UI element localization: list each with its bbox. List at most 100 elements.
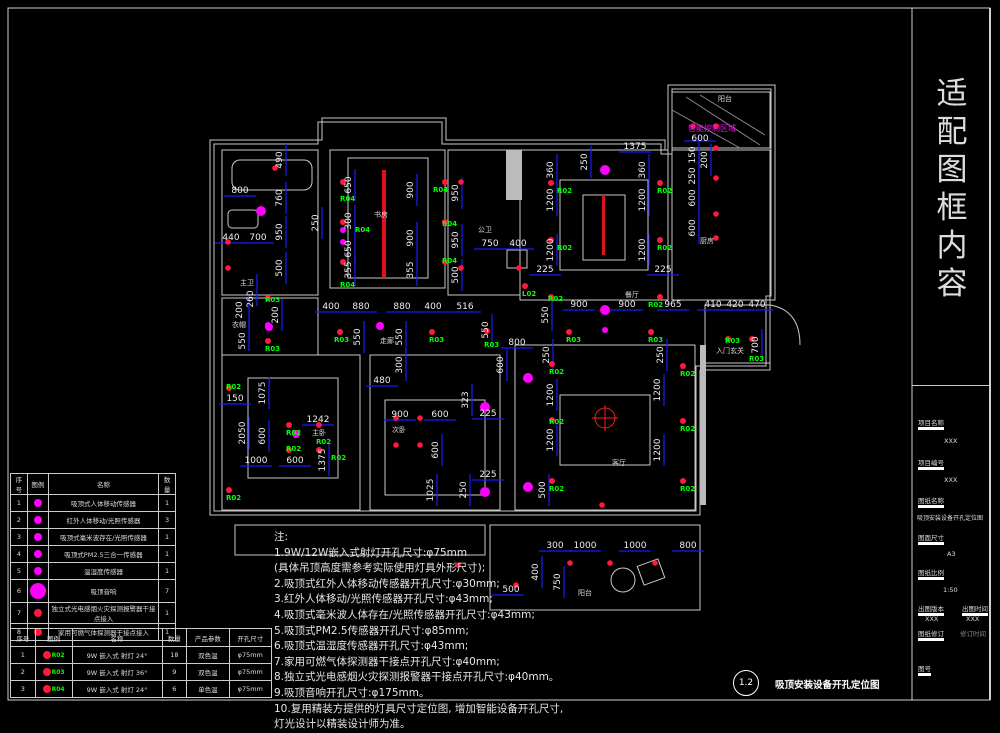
dimension-value: 300 xyxy=(546,541,563,551)
row-qty: 6 xyxy=(161,680,188,698)
temp-humidity-sensor-icon xyxy=(33,567,42,575)
dimension-value: 250 xyxy=(656,346,666,363)
downlight-icon xyxy=(648,329,654,335)
dimension-value-wrap: 300 xyxy=(546,541,563,551)
downlight-icon xyxy=(272,165,278,171)
downlight-icon xyxy=(680,418,686,424)
dimension-value: 1200 xyxy=(546,188,556,211)
light-tag-wrap: R03 xyxy=(484,341,499,349)
dimension-value-wrap: 516 xyxy=(456,302,473,312)
downlight-icon xyxy=(393,442,399,448)
room-label-wrap: 走廊 xyxy=(380,336,394,345)
light-tag: R02 xyxy=(316,438,331,446)
light-tag: R02 xyxy=(286,445,301,453)
dimension-value-wrap: 400 xyxy=(322,302,339,312)
light-tag-wrap: R02 xyxy=(286,445,301,453)
downlight-icon xyxy=(713,211,719,217)
room-label: 智能控制区域 xyxy=(688,123,736,133)
dimension-value: 500 xyxy=(502,585,519,595)
note-line: 7.家用可燃气体探测器干接点开孔尺寸:φ40mm; xyxy=(274,655,500,668)
dimension-value-wrap: 650 xyxy=(344,240,354,257)
dimension-value: 900 xyxy=(406,181,416,198)
revision-label: 图纸修订 xyxy=(918,628,944,641)
light-tag: R02 xyxy=(226,494,241,502)
light-tag: R03 xyxy=(51,669,65,676)
room-label: 次卧 xyxy=(392,425,406,434)
light-tag-wrap: R04 xyxy=(340,281,355,289)
light-tag: R03 xyxy=(484,341,499,349)
dimension-value: 750 xyxy=(553,573,563,590)
downlight-icon xyxy=(265,338,271,344)
dimension-value-wrap: 225 xyxy=(536,265,553,275)
dimension-value: 965 xyxy=(664,300,681,310)
dimension-value-wrap: 200 xyxy=(700,151,710,168)
light-tag: R02 xyxy=(557,244,572,252)
dimension-value-wrap: 950 xyxy=(275,223,285,240)
dimension-value: 260 xyxy=(246,290,256,307)
light-tag-wrap: R03 xyxy=(265,296,280,304)
dimension-value-wrap: 420 xyxy=(726,300,743,310)
room-label: 主卫 xyxy=(240,278,254,287)
light-tag-wrap: R04 xyxy=(442,257,457,265)
dimension-value-wrap: 1025 xyxy=(426,479,436,502)
downlight-icon xyxy=(548,294,554,300)
dimension-value: 1375 xyxy=(318,449,328,472)
downlight-icon xyxy=(599,502,605,508)
dimension-value: 600 xyxy=(258,427,268,444)
light-tag-wrap: R04 xyxy=(442,220,457,228)
dimension-value-wrap: 550 xyxy=(238,332,248,349)
light-tag: R02 xyxy=(549,368,564,376)
dimension-value-wrap: 600 xyxy=(431,441,441,458)
dimension-value: 600 xyxy=(688,189,698,206)
dimension-value-wrap: 500 xyxy=(502,585,519,595)
room-label-wrap: 阳台 xyxy=(578,588,592,597)
room-label: 走廊 xyxy=(380,336,394,345)
downlight-icon xyxy=(225,265,231,271)
dimension-value-wrap: 250 xyxy=(688,167,698,184)
row-name: 9W 嵌入式 射灯 24° xyxy=(71,680,163,698)
downlight-icon xyxy=(484,328,490,334)
col-header: 开孔尺寸 xyxy=(228,628,273,647)
kitchen-wall-block xyxy=(506,150,522,200)
dimension-value-wrap: 1200 xyxy=(546,238,556,261)
light-tag: L02 xyxy=(522,290,536,298)
light-tag-wrap: R02 xyxy=(549,485,564,493)
project-no-value: XXX xyxy=(944,476,958,484)
room-label-wrap: 阳台 xyxy=(718,94,732,103)
light-tag-wrap: R04 xyxy=(340,195,355,203)
dimension-value: 900 xyxy=(406,229,416,246)
light-tag: R02 xyxy=(51,652,65,659)
row-qty: 3 xyxy=(158,511,176,529)
notes: 注:1.9W/12W嵌入式射灯开孔尺寸:φ75mm(具体吊顶高度需参考实际使用灯… xyxy=(274,530,563,733)
walls xyxy=(209,84,801,611)
ir-light-sensor-icon xyxy=(33,516,42,524)
dimension-value-wrap: 1000 xyxy=(245,456,268,466)
row-no: 7 xyxy=(10,602,28,624)
dimension-value: 200 xyxy=(235,301,245,318)
downlight-icon xyxy=(657,294,663,300)
dimension-value-wrap: 965 xyxy=(664,300,681,310)
light-tag-wrap: R03 xyxy=(566,336,581,344)
dimension-value-wrap: 550 xyxy=(481,321,491,338)
dimension-value: 900 xyxy=(570,300,587,310)
dimension-value-wrap: 550 xyxy=(541,306,551,323)
light-tag: R02 xyxy=(680,485,695,493)
light-tag-wrap: R02 xyxy=(557,187,572,195)
dimension-value: 410 xyxy=(704,300,721,310)
room-label: 主卧 xyxy=(312,428,326,437)
dimension-value: 225 xyxy=(479,409,496,419)
dimension-value-wrap: 200 xyxy=(271,306,281,323)
dimension-value: 250 xyxy=(459,481,469,498)
balcony-hatch xyxy=(671,94,766,149)
dimension-value-wrap: 1000 xyxy=(624,541,647,551)
dimension-value-wrap: 360 xyxy=(546,161,556,178)
row-no: 1 xyxy=(10,494,28,512)
light-tag-wrap: R03 xyxy=(749,355,764,363)
row-qty: 1 xyxy=(158,494,176,512)
downlight-icon xyxy=(340,179,346,185)
